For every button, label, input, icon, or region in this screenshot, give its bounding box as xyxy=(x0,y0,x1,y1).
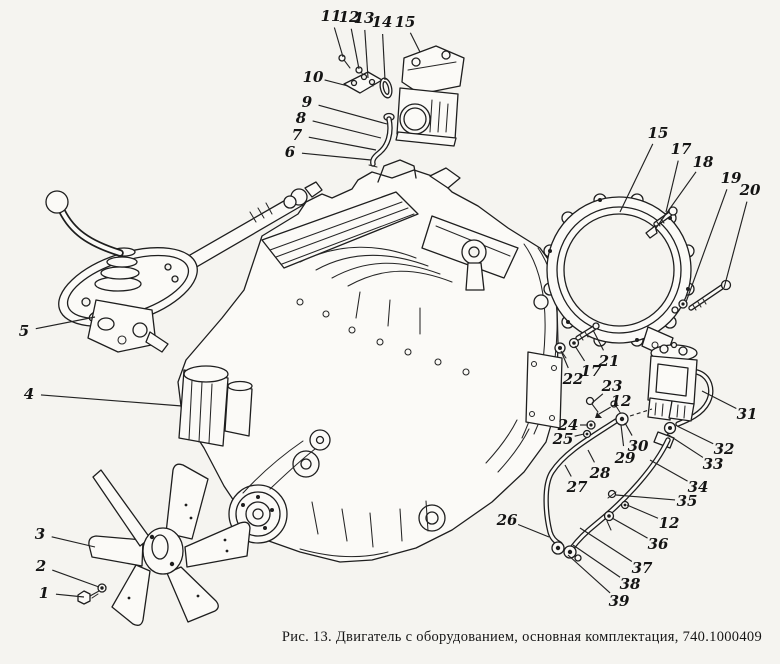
callout-number: 18 xyxy=(693,153,714,171)
compressor-mount-hardware xyxy=(338,54,393,99)
callout-leader xyxy=(55,593,85,598)
callout-number: 38 xyxy=(620,575,641,593)
callout-leader xyxy=(517,523,550,538)
callout-number: 9 xyxy=(302,93,313,111)
oil-filter xyxy=(178,365,253,447)
callout-number: 8 xyxy=(296,109,307,127)
callout-number: 32 xyxy=(714,440,735,458)
callout-leader xyxy=(676,425,714,445)
callout-number: 34 xyxy=(688,478,709,496)
callout-leader xyxy=(324,79,349,87)
callout-leader xyxy=(655,171,697,229)
fan xyxy=(88,463,251,626)
engine-block xyxy=(177,159,563,563)
callout-number: 15 xyxy=(395,13,416,31)
callout-number: 20 xyxy=(739,181,761,199)
callout-leader xyxy=(579,527,633,562)
callout-number: 12 xyxy=(659,514,680,532)
callout-number: 39 xyxy=(609,592,630,610)
callout-number: 12 xyxy=(611,392,632,410)
callout-number: 5 xyxy=(19,322,29,340)
callout-leader xyxy=(312,120,382,139)
callout-leader xyxy=(620,424,625,447)
callout-leader xyxy=(624,422,633,436)
air-compressor xyxy=(395,45,465,147)
callout-leader xyxy=(35,316,96,330)
callout-leader xyxy=(619,143,654,213)
callout-leader xyxy=(574,345,586,362)
callout-number: 31 xyxy=(737,405,758,423)
callout-leader xyxy=(409,32,421,53)
callout-number: 13 xyxy=(354,9,375,27)
callout-leader xyxy=(560,350,569,369)
callout-leader xyxy=(665,160,679,213)
clutch-housing-ring xyxy=(543,193,695,358)
callout-leader xyxy=(333,27,344,58)
callout-number: 29 xyxy=(614,449,636,467)
callout-leader xyxy=(318,104,388,125)
callout-number: 17 xyxy=(581,362,602,380)
callout-number: 11 xyxy=(321,7,342,25)
callout-number: 3 xyxy=(35,525,45,543)
drain-tube xyxy=(368,112,395,168)
callout-number: 23 xyxy=(601,377,623,395)
figure-caption: Рис. 13. Двигатель с оборудованием, осно… xyxy=(281,629,762,645)
callout-leader xyxy=(701,390,737,410)
callout-leader xyxy=(611,517,648,539)
callout-number: 10 xyxy=(303,68,324,86)
callout-number: 33 xyxy=(703,455,724,473)
callout-leader xyxy=(598,406,611,415)
fan-bolts xyxy=(77,583,107,605)
callout-number: 28 xyxy=(589,464,611,482)
small-fasteners xyxy=(554,322,600,359)
callout-number: 26 xyxy=(496,511,518,529)
callout-number: 14 xyxy=(372,13,393,31)
callout-leader xyxy=(626,504,659,519)
fuel-lines xyxy=(543,396,671,562)
callout-leader xyxy=(51,536,96,548)
callout-number: 36 xyxy=(648,535,669,553)
callout-number: 7 xyxy=(292,126,303,144)
callout-leader xyxy=(350,28,360,70)
fuel-filter xyxy=(647,341,714,427)
callout-leader xyxy=(587,449,595,463)
callout-number: 30 xyxy=(628,437,649,455)
callout-number: 25 xyxy=(552,430,574,448)
callout-number: 1 xyxy=(39,584,49,602)
callout-leader xyxy=(591,393,604,404)
callout-number: 22 xyxy=(562,370,584,388)
callout-leader xyxy=(723,201,748,289)
housing-fasteners xyxy=(645,206,732,314)
shift-lever-assembly xyxy=(45,181,323,353)
callout-leader xyxy=(40,394,183,407)
callout-leader xyxy=(685,189,728,303)
callout-number: 4 xyxy=(24,385,34,403)
callout-leader xyxy=(301,152,372,161)
callout-number: 15 xyxy=(648,124,669,142)
callout-number: 35 xyxy=(677,492,698,510)
callout-leader xyxy=(615,494,676,501)
callout-leader xyxy=(666,433,704,458)
callout-number: 27 xyxy=(566,478,588,496)
callout-leader xyxy=(567,554,611,594)
callout-leader xyxy=(52,569,100,588)
callout-leader xyxy=(308,136,377,151)
callout-number: 37 xyxy=(632,559,653,577)
callout-number: 2 xyxy=(35,557,46,575)
callout-leader xyxy=(574,433,585,437)
callout-number: 19 xyxy=(721,169,742,187)
callout-leader xyxy=(572,544,621,578)
callout-number: 21 xyxy=(598,352,620,370)
callout-number: 12 xyxy=(339,8,360,26)
callout-number: 17 xyxy=(671,140,692,158)
callout-leader xyxy=(382,33,386,81)
callout-leader xyxy=(649,459,688,482)
callout-leader xyxy=(564,464,572,477)
callout-number: 6 xyxy=(285,143,296,161)
callout-leader xyxy=(592,329,605,351)
callout-number: 24 xyxy=(557,416,579,434)
callout-leader xyxy=(364,29,369,79)
